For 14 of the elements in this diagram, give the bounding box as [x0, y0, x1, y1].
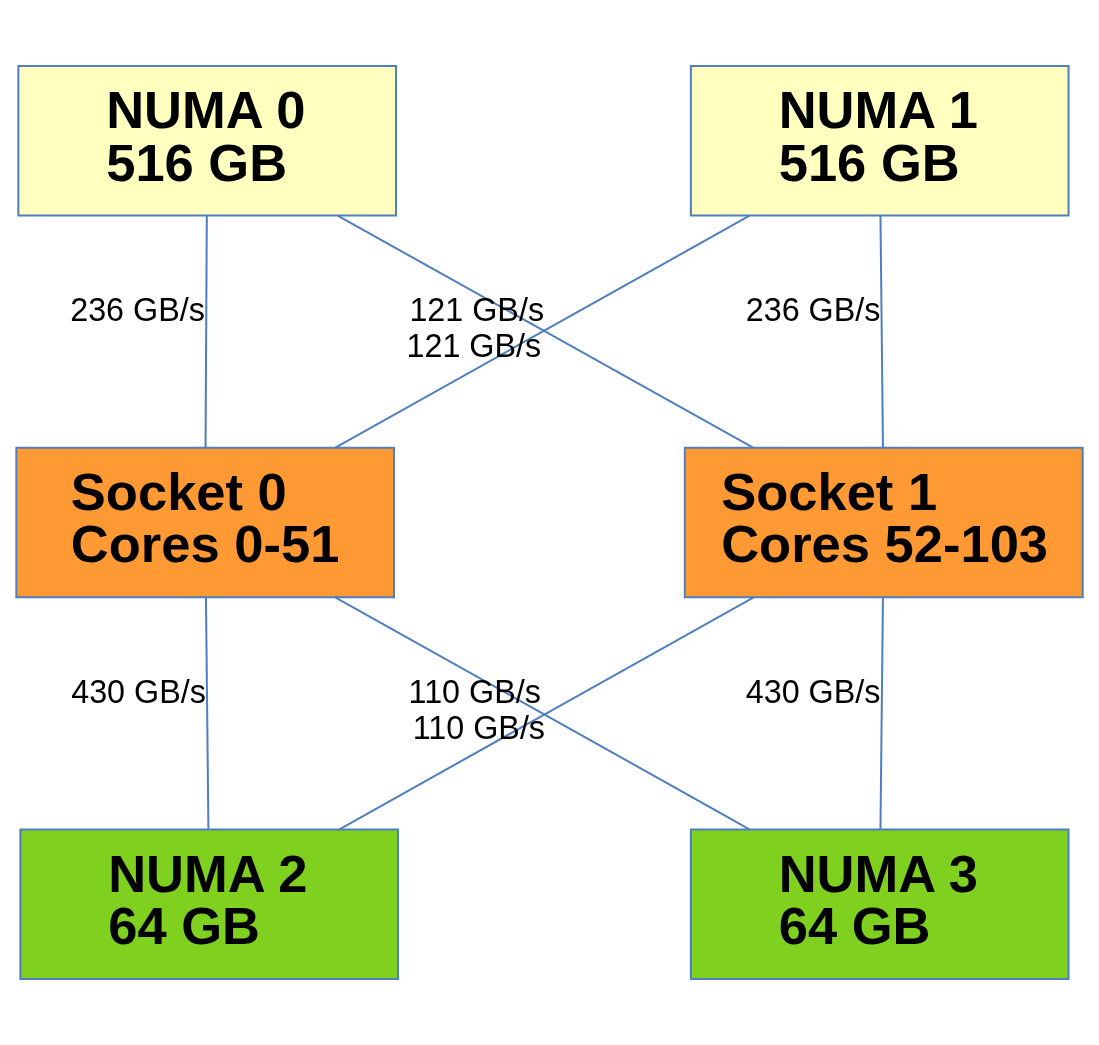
node-box: NUMA 3 64 GB	[689, 828, 1070, 980]
edge-label: 430 GB/s	[745, 673, 881, 710]
connector	[879, 597, 884, 829]
node-box: NUMA 1 516 GB	[689, 65, 1070, 217]
edge-label: 236 GB/s	[745, 291, 881, 328]
edge-label: 236 GB/s	[70, 291, 205, 328]
edge-label: 430 GB/s	[71, 673, 206, 710]
node-box: Socket 1 Cores 52-103	[683, 446, 1084, 599]
connector	[204, 215, 208, 448]
node-box: Socket 0 Cores 0-51	[15, 446, 395, 599]
connector	[879, 215, 884, 448]
node-box: NUMA 0 516 GB	[17, 65, 397, 217]
connector	[204, 597, 210, 829]
node-box: NUMA 2 64 GB	[19, 828, 400, 980]
